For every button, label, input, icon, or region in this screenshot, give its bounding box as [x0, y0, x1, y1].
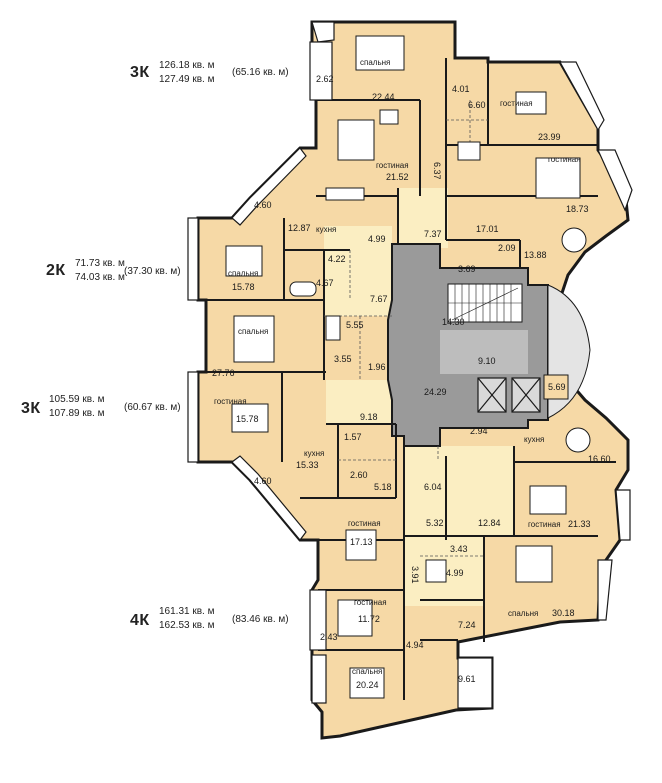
room-area: 14.30: [442, 317, 465, 327]
room-area: 9.10: [478, 356, 496, 366]
apartment-living-area: (37.30 кв. м): [124, 266, 181, 277]
room-label: кухня: [316, 225, 336, 234]
room-area: 2.09: [498, 243, 516, 253]
room-label: гостиная: [214, 397, 247, 406]
apartment-total-area: 71.73 кв. м: [75, 258, 125, 269]
room-area: 4.94: [406, 640, 424, 650]
room-area: 6.04: [424, 482, 442, 492]
room-area: 16.60: [588, 454, 611, 464]
room-area: 21.52: [386, 172, 409, 182]
room-area: 11.72: [358, 614, 380, 624]
apartment-type: 3К: [21, 400, 41, 417]
room-area: 12.87: [288, 223, 311, 233]
room-area: 4.60: [254, 476, 272, 486]
room-area: 12.84: [478, 518, 501, 528]
shaft-5-69: [543, 374, 569, 400]
hall-lower: [404, 446, 514, 536]
room-area: 9.18: [360, 412, 378, 422]
room-area: 7.67: [370, 294, 388, 304]
room-area: 21.33: [568, 519, 591, 529]
room-area: 4.60: [254, 200, 272, 210]
room-area: 1.96: [368, 362, 386, 372]
room-area: 15.33: [296, 460, 319, 470]
hall-left: [324, 226, 392, 316]
room-area: 4.99: [446, 568, 464, 578]
room-label: гостиная: [548, 155, 581, 164]
room-area: 22.44: [372, 92, 395, 102]
room-label: спальня: [508, 609, 538, 618]
furniture: [225, 35, 591, 699]
apartment-total-area-alt: 107.89 кв. м: [49, 408, 105, 419]
elevators: [477, 377, 541, 413]
room-area: 4.67: [316, 278, 334, 288]
room-area: 17.13: [350, 537, 373, 547]
apartment-total-area: 105.59 кв. м: [49, 394, 105, 405]
room-area: 2.43: [320, 632, 338, 642]
apartment-total-area-alt: 74.03 кв. м: [75, 272, 125, 283]
room-label: гостиная: [500, 99, 533, 108]
room-area: 5.18: [374, 482, 392, 492]
room-area: 13.88: [524, 250, 547, 260]
room-area: 3.69: [458, 264, 476, 274]
apartment-total-area: 161.31 кв. м: [159, 606, 215, 617]
room-label: спальня: [352, 667, 382, 676]
stair-steps: [448, 284, 522, 322]
room-label: гостиная: [354, 598, 387, 607]
apartment-total-area-alt: 127.49 кв. м: [159, 74, 215, 85]
balconies: [187, 21, 633, 709]
room-label: кухня: [524, 435, 544, 444]
room-label: гостиная: [528, 520, 561, 529]
apartment-total-area: 126.18 кв. м: [159, 60, 215, 71]
room-area: 24.29: [424, 387, 447, 397]
apartment-living-area: (60.67 кв. м): [124, 402, 181, 413]
lobby: [440, 330, 528, 374]
apartment-living-area: (83.46 кв. м): [232, 614, 289, 625]
room-label: кухня: [304, 449, 324, 458]
room-area: 5.69: [548, 382, 566, 392]
room-area: 4.99: [368, 234, 386, 244]
apartment-type: 4К: [130, 612, 150, 629]
room-area: 30.18: [552, 608, 575, 618]
room-labels: спальня 22.44 2.62 4.01 6.60 гостиная 23…: [212, 58, 611, 690]
room-area: 15.78: [236, 414, 259, 424]
interior-walls: [206, 58, 616, 700]
room-label: спальня: [228, 269, 258, 278]
room-area: 2.60: [350, 470, 368, 480]
room-area: 2.94: [470, 426, 488, 436]
apartment-type: 3К: [130, 64, 150, 81]
room-area: 9.61: [458, 674, 476, 684]
room-area: 3.43: [450, 544, 468, 554]
room-label: спальня: [360, 58, 390, 67]
room-area: 3.91: [410, 566, 420, 584]
room-label: гостиная: [348, 519, 381, 528]
room-area: 5.55: [346, 320, 364, 330]
room-area: 6.37: [432, 162, 442, 180]
room-area: 15.78: [232, 282, 255, 292]
room-area: 18.73: [566, 204, 589, 214]
apartment-total-area-alt: 162.53 кв. м: [159, 620, 215, 631]
room-area: 4.22: [328, 254, 346, 264]
room-area: 4.01: [452, 84, 470, 94]
room-area: 23.99: [538, 132, 561, 142]
room-area: 6.60: [468, 100, 486, 110]
room-area: 1.57: [344, 432, 362, 442]
room-area: 27.76: [212, 368, 235, 378]
room-area: 2.62: [316, 74, 334, 84]
room-area: 3.55: [334, 354, 352, 364]
hall-mid: [326, 380, 396, 424]
room-area: 7.24: [458, 620, 476, 630]
room-label: спальня: [238, 327, 268, 336]
apartment-living-area: (65.16 кв. м): [232, 67, 289, 78]
room-area: 17.01: [476, 224, 499, 234]
room-label: гостиная: [376, 161, 409, 170]
room-area: 20.24: [356, 680, 379, 690]
room-area: 5.32: [426, 518, 444, 528]
hall-upper: [398, 188, 448, 248]
room-area: 7.37: [424, 229, 442, 239]
apartment-type: 2К: [46, 262, 66, 279]
